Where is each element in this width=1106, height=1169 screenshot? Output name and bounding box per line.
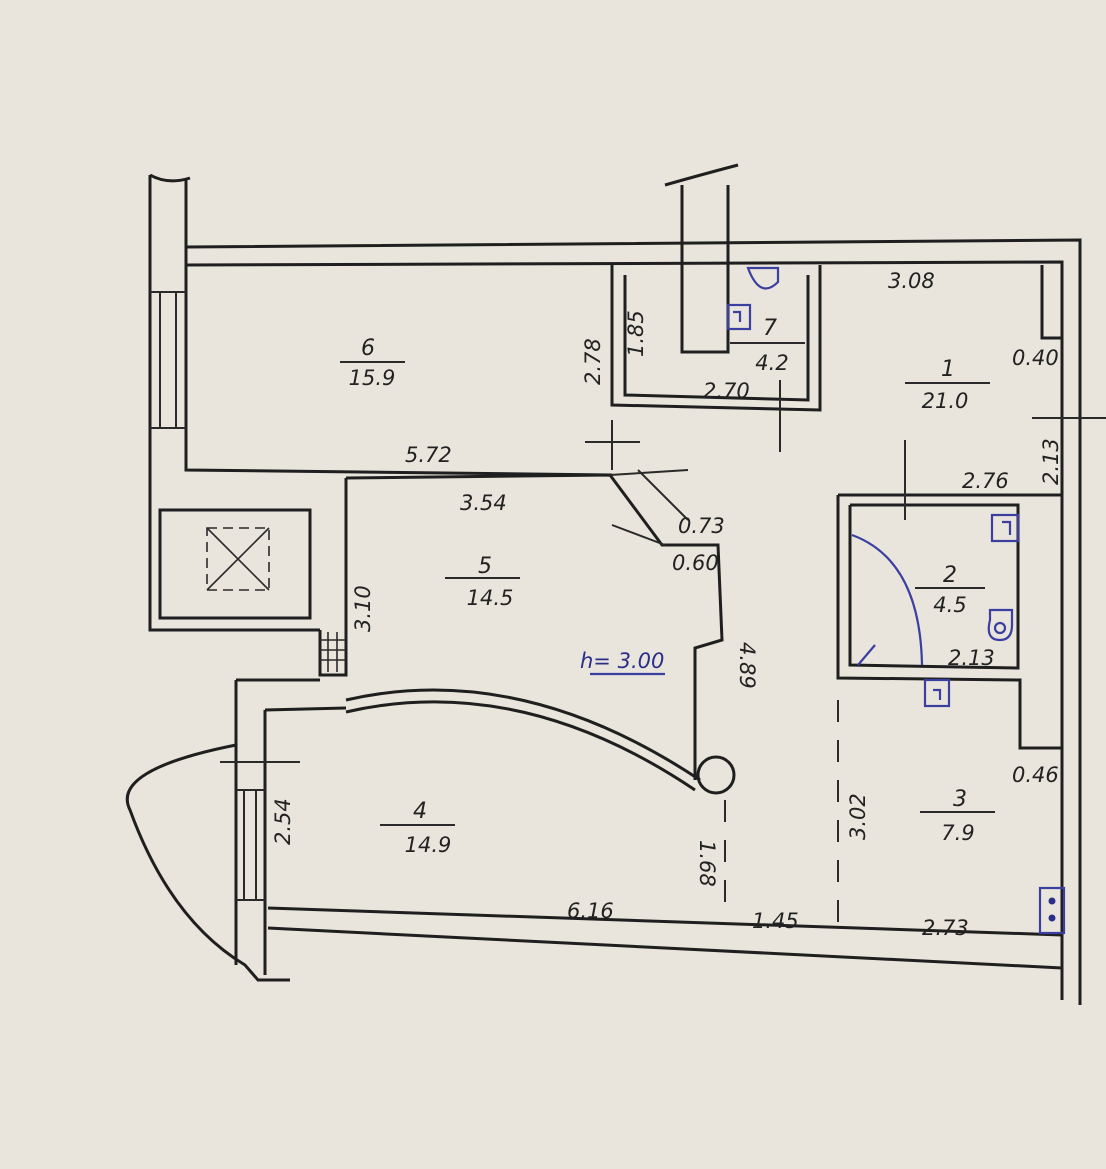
- left-step: [318, 478, 348, 677]
- dim-2-54: 2.54: [271, 798, 295, 845]
- dim-4-89: 4.89: [735, 642, 759, 689]
- dim-2-78: 2.78: [581, 338, 605, 385]
- sink-icon-3: [923, 678, 951, 708]
- dim-0-60: 0.60: [672, 551, 719, 575]
- dim-6-16: 6.16: [567, 899, 614, 923]
- door-leaf: [857, 644, 876, 666]
- top-wall: [185, 238, 1082, 1005]
- dim-2-70: 2.70: [703, 379, 750, 403]
- room-4-number: 4: [413, 799, 427, 824]
- vent-box: [148, 505, 320, 632]
- room-2-number: 2: [943, 563, 957, 588]
- sink-icon-2: [990, 513, 1020, 543]
- dimension-labels: 3.08 0.40 2.13 2.76 2.78 1.85 2.70 5.72 …: [271, 269, 1063, 940]
- room-5-number: 5: [478, 554, 492, 579]
- balcony: [125, 743, 290, 982]
- dim-2-76: 2.76: [962, 469, 1009, 493]
- dim-1-45: 1.45: [752, 909, 799, 933]
- dim-0-40: 0.40: [1012, 346, 1059, 370]
- curved-partition: [345, 688, 701, 792]
- column: [696, 755, 736, 795]
- room-7-area: 4.2: [755, 351, 788, 375]
- room-6-area: 15.9: [349, 366, 396, 390]
- dim-1-85: 1.85: [624, 310, 648, 357]
- room-3-area: 7.9: [941, 821, 974, 845]
- room-4-walls: [234, 678, 347, 975]
- room-labels: 6 15.9 7 4.2 1 21.0 5 14.5 2 4.5 4 14.9 …: [349, 316, 975, 857]
- room-3-number: 3: [953, 787, 967, 812]
- dim-2-13-vertical: 2.13: [1039, 438, 1063, 485]
- toilet-icon-2: [987, 608, 1014, 642]
- room-2-area: 4.5: [933, 593, 966, 617]
- vent-x-icon: [206, 527, 270, 591]
- right-column: [1040, 265, 1062, 340]
- room-5-area: 14.5: [467, 586, 514, 610]
- room-2-walls: [836, 493, 1062, 750]
- walls: [125, 163, 1082, 1005]
- step-hatch: [320, 632, 346, 672]
- toilet-icon-7: [746, 266, 780, 290]
- dim-1-68: 1.68: [695, 840, 719, 887]
- room-7-walls: [610, 265, 822, 412]
- shaft: [664, 163, 739, 354]
- room-1-area: 21.0: [922, 389, 969, 413]
- left-upper-wall: [148, 173, 613, 505]
- dim-0-46: 0.46: [1012, 763, 1059, 787]
- window-left-upper: [150, 291, 186, 429]
- dim-2-73: 2.73: [922, 916, 969, 940]
- dim-3-02: 3.02: [846, 793, 870, 840]
- dim-3-08: 3.08: [888, 269, 935, 293]
- dimension-ticks: [220, 380, 1106, 763]
- door-swing-arc: [851, 533, 924, 666]
- room-1-number: 1: [941, 357, 955, 382]
- dim-5-72: 5.72: [405, 443, 452, 467]
- room-6-number: 6: [361, 336, 375, 361]
- ceiling-height-label: h= 3.00: [580, 649, 664, 673]
- sink-icon-7: [726, 303, 752, 331]
- fixtures: [726, 266, 1066, 935]
- room-4-area: 14.9: [405, 833, 452, 857]
- wall-6-5: [345, 473, 724, 780]
- dim-2-13-horizontal: 2.13: [948, 646, 995, 670]
- dim-3-10: 3.10: [351, 585, 375, 632]
- bottom-wall: [267, 906, 1064, 970]
- room-label-bars: [340, 342, 995, 826]
- room-7-number: 7: [763, 316, 777, 341]
- window-left-lower: [236, 789, 265, 901]
- dim-3-54: 3.54: [460, 491, 507, 515]
- dim-0-73: 0.73: [678, 514, 725, 538]
- stove-icon: [1038, 886, 1066, 935]
